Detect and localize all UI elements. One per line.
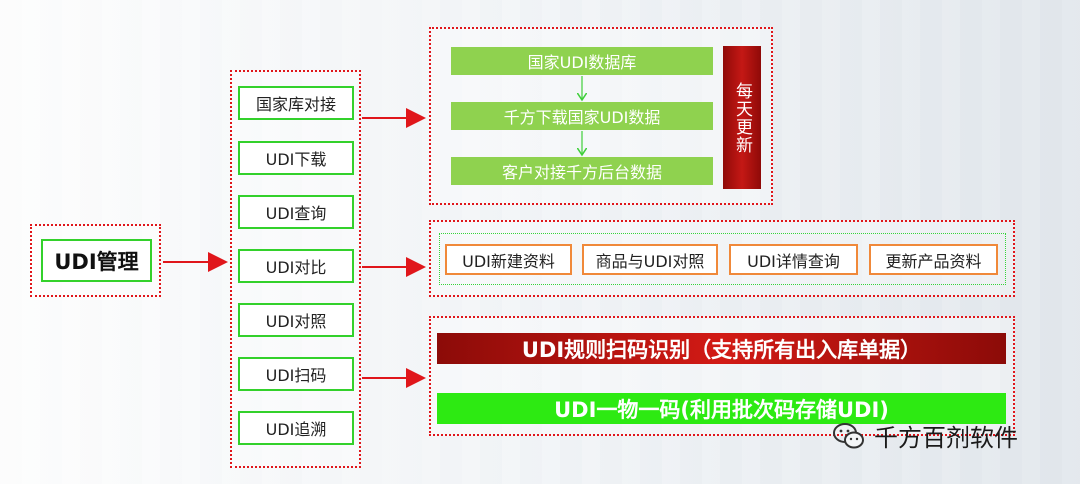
menu-item-scan[interactable]: UDI扫码 [238,357,354,391]
menu-item-query[interactable]: UDI查询 [238,195,354,229]
one-code-banner: UDI一物一码(利用批次码存储UDI) [437,393,1006,424]
menu-item-compare[interactable]: UDI对比 [238,249,354,283]
flow-step-label: 国家UDI数据库 [527,53,637,72]
menu-item-label: UDI对照 [265,312,327,331]
menu-item-national-db[interactable]: 国家库对接 [238,86,354,120]
flow-step-client: 客户对接千方后台数据 [451,157,713,185]
menu-item-download[interactable]: UDI下载 [238,141,354,175]
udi-management-label: UDI管理 [54,249,139,274]
flow-step-label: 千方下载国家UDI数据 [503,108,661,127]
udi-management-box[interactable]: UDI管理 [41,239,152,282]
compare-item-detail[interactable]: UDI详情查询 [729,244,858,275]
watermark-text: 千方百剂软件 [874,424,1018,452]
scan-rule-banner: UDI规则扫码识别（支持所有出入库单据） [437,333,1006,364]
compare-item-label: 更新产品资料 [885,251,982,271]
compare-item-new[interactable]: UDI新建资料 [445,244,572,275]
scan-rule-text: UDI规则扫码识别（支持所有出入库单据） [521,337,922,362]
menu-item-label: UDI对比 [265,258,327,277]
compare-inner-border [439,233,1006,285]
menu-item-label: UDI查询 [265,204,327,223]
menu-item-trace[interactable]: UDI追溯 [238,411,354,445]
menu-item-label: UDI扫码 [265,366,327,385]
menu-item-label: 国家库对接 [255,95,336,114]
compare-item-label: 商品与UDI对照 [595,251,705,271]
flow-step-download: 千方下载国家UDI数据 [451,102,713,130]
flow-step-label: 客户对接千方后台数据 [501,163,662,182]
flow-step-national-db: 国家UDI数据库 [451,47,713,75]
compare-item-mapping[interactable]: 商品与UDI对照 [582,244,718,275]
wechat-icon [833,422,864,448]
one-code-text: UDI一物一码(利用批次码存储UDI) [554,397,889,422]
menu-item-label: UDI追溯 [265,420,327,439]
menu-item-mapping[interactable]: UDI对照 [238,303,354,337]
compare-item-label: UDI新建资料 [462,251,555,271]
compare-item-update[interactable]: 更新产品资料 [869,244,998,275]
watermark: 千方百剂软件 [832,418,1018,453]
menu-item-label: UDI下载 [265,150,327,169]
daily-update-label: 每天更新 [723,46,761,189]
compare-item-label: UDI详情查询 [747,251,840,271]
